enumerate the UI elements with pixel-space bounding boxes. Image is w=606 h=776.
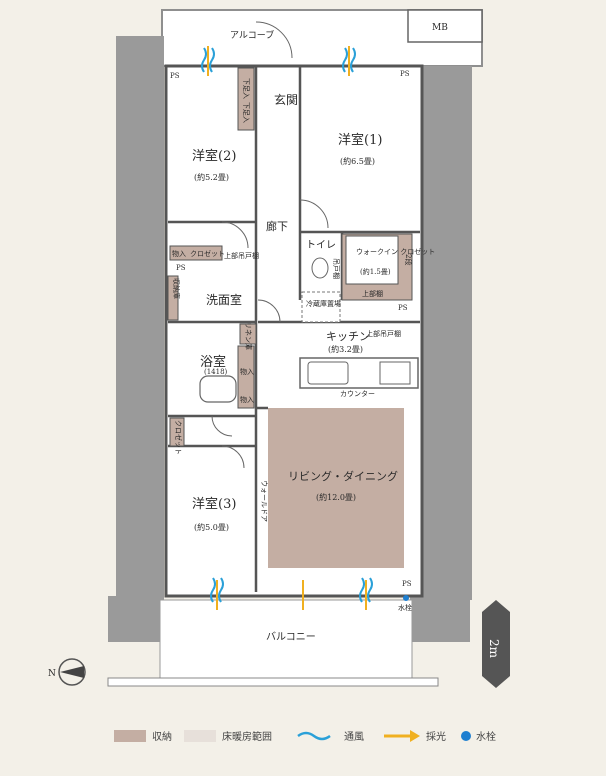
geta2-label: 下足入	[242, 102, 250, 123]
closet-label: クロゼット	[190, 249, 225, 258]
room2-label: 洋室(2)	[192, 148, 236, 164]
scale-indicator: 2m	[482, 600, 510, 688]
left-column-base	[108, 596, 164, 642]
toilet-cabinet-label: 吊戸棚	[332, 258, 341, 279]
washroom-label: 洗面室	[206, 292, 242, 307]
water-tap-dot	[403, 595, 409, 601]
legend-label-floor-heating: 床暖房範囲	[222, 730, 272, 743]
bath-label: 浴室	[200, 354, 226, 370]
living-area: (約12.0畳)	[316, 492, 356, 502]
upper-cabinet-label: 上部棚	[362, 289, 383, 298]
shelf-2-label: 2段	[404, 254, 413, 265]
legend-label-storage: 収納	[152, 730, 172, 743]
mb-label: MB	[432, 23, 448, 33]
right-column-base	[410, 596, 470, 642]
laundry-storage-label: 収納庫	[172, 278, 181, 299]
walkin-area: (約1.5畳)	[360, 267, 391, 276]
walkin-inner	[345, 235, 399, 285]
room1-label: 洋室(1)	[338, 132, 382, 148]
legend-label-water: 水栓	[476, 730, 496, 743]
kitchen-upper-label: 上部吊戸棚	[366, 329, 401, 338]
room3-label: 洋室(3)	[192, 496, 236, 512]
stove	[379, 361, 411, 385]
balcony-label: バルコニー	[266, 631, 316, 643]
legend: 収納 床暖房範囲 通風 採光 水栓	[114, 730, 496, 743]
floor-heating-swatch-icon	[184, 730, 216, 742]
storage-c-label: 物入	[240, 395, 254, 404]
ps-label-4: PS	[398, 304, 408, 312]
kitchen-sink	[307, 361, 349, 385]
balcony-area	[159, 599, 413, 679]
room1-area: (約6.5畳)	[340, 156, 375, 166]
ps-label-1: PS	[170, 72, 180, 80]
kitchen-label: キッチン	[326, 330, 370, 343]
storage-b-label: 物入	[240, 367, 254, 376]
room3-area: (約5.0畳)	[194, 522, 229, 532]
wall-door-label: ウォールドア	[260, 480, 268, 522]
ps-label-2: PS	[400, 70, 410, 78]
storage-a-label: 物入	[172, 249, 186, 258]
ventilation-markers	[201, 47, 373, 603]
water-tap-label: 水栓	[398, 603, 412, 612]
north-compass: N	[48, 658, 86, 686]
ventilation-wave-icon	[297, 731, 331, 741]
north-label: N	[48, 669, 56, 679]
linen-label: リネン庫	[244, 322, 253, 350]
living-label: リビング・ダイニング	[288, 469, 398, 483]
kitchen-area: (約3.2畳)	[328, 344, 363, 354]
legend-label-light: 採光	[426, 730, 446, 743]
fridge-space	[301, 291, 341, 323]
upper-hanging-label: 上部吊戸棚	[224, 251, 259, 260]
alcove-label: アルコーブ	[230, 29, 274, 41]
toilet-label: トイレ	[306, 240, 336, 251]
room2-area: (約5.2畳)	[194, 172, 229, 182]
door-swings	[211, 21, 329, 469]
genkan-label: 玄関	[274, 92, 298, 107]
scale-label: 2m	[487, 639, 501, 659]
storage-swatch-icon	[114, 730, 146, 742]
left-column	[116, 36, 164, 600]
water-dot-icon	[461, 731, 471, 741]
corridor-label: 廊下	[266, 219, 288, 233]
ps-label-5: PS	[402, 580, 412, 588]
ps-label-3: PS	[176, 264, 186, 272]
balcony-railing	[107, 677, 439, 687]
fridge-label: 冷蔵庫置場	[306, 299, 341, 308]
toilet-bowl	[311, 257, 329, 279]
right-column	[422, 66, 472, 600]
closet3-label: クロゼット	[174, 420, 183, 455]
counter-label: カウンター	[340, 389, 375, 398]
legend-label-ventilation: 通風	[344, 731, 364, 743]
bathtub	[199, 375, 237, 403]
light-markers	[207, 46, 367, 610]
floor-heating-area	[268, 408, 404, 568]
geta1-label: 下足入	[242, 78, 250, 99]
bath-size: (1418)	[204, 368, 228, 376]
walkin-label: ウォークイン クロゼット	[356, 247, 435, 256]
mb-box	[407, 9, 483, 43]
